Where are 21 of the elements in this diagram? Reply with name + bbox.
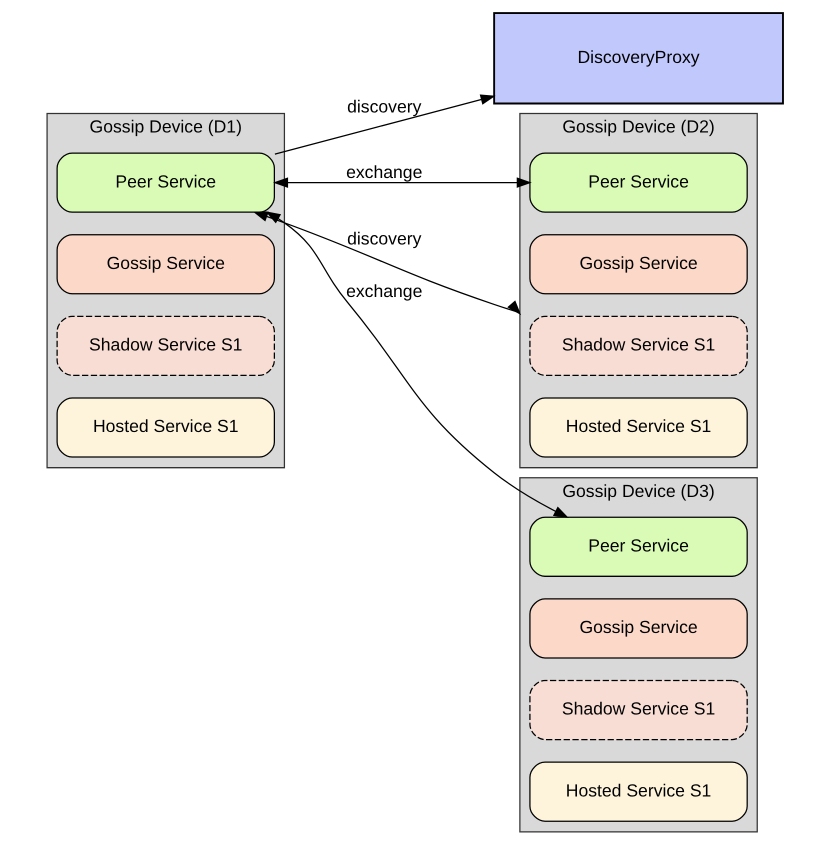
node-box: Hosted Service S1	[528, 762, 748, 822]
node-box: Hosted Service S1	[528, 397, 748, 458]
node-box: DiscoveryProxy	[492, 12, 784, 104]
node-box: Gossip Service	[56, 234, 274, 294]
edge-label: exchange	[346, 162, 422, 182]
node-box: Peer Service	[528, 516, 748, 577]
node-box: Gossip Service	[528, 234, 748, 294]
node-box: Peer Service	[56, 152, 274, 213]
node-box: Shadow Service S1	[56, 316, 274, 376]
node-box: Shadow Service S1	[528, 316, 748, 376]
edge-label: discovery	[346, 228, 421, 248]
node-box: Peer Service	[528, 152, 748, 213]
arrow	[272, 177, 532, 188]
node-box: Hosted Service S1	[56, 397, 274, 458]
arrow	[252, 212, 521, 316]
node-box: Shadow Service S1	[528, 680, 748, 740]
edge-label: exchange	[346, 281, 422, 302]
edge-label: discovery	[346, 96, 421, 117]
arrow	[264, 211, 568, 518]
arrow	[274, 94, 496, 155]
node-box: Gossip Service	[528, 598, 748, 659]
